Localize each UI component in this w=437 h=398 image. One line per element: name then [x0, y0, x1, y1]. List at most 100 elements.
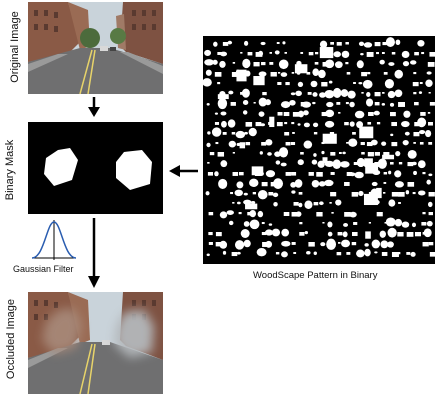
pattern-speck	[215, 142, 219, 145]
pattern-speck	[347, 90, 356, 99]
pattern-speck	[291, 172, 297, 176]
pattern-speck	[381, 52, 385, 55]
pattern-speck	[253, 62, 260, 67]
pattern-speck	[284, 132, 290, 136]
pattern-speck	[356, 121, 364, 129]
pattern-speck	[213, 41, 218, 47]
pattern-speck	[295, 211, 302, 217]
pattern-speck	[422, 212, 426, 215]
pattern-speck	[340, 161, 350, 168]
pattern-speck	[398, 202, 401, 204]
pattern-speck	[346, 72, 351, 75]
pattern-speck	[391, 192, 399, 197]
pattern-speck	[351, 232, 358, 236]
mask-shapes	[44, 148, 152, 190]
pattern-speck	[345, 42, 349, 45]
pattern-speck	[426, 220, 433, 227]
pattern-speck	[388, 62, 395, 66]
pattern-speck	[389, 102, 395, 107]
pattern-speck	[268, 192, 274, 196]
pattern-speck	[232, 202, 235, 204]
pattern-speck	[312, 68, 320, 76]
pattern-blob	[322, 157, 328, 164]
pattern-blob	[322, 133, 337, 144]
pattern-speck	[358, 41, 365, 47]
pattern-speck	[207, 172, 213, 176]
pattern-speck	[331, 212, 334, 214]
pattern-speck	[414, 122, 421, 127]
pattern-speck	[420, 112, 426, 116]
pattern-speck	[268, 223, 273, 226]
pattern-speck	[387, 90, 396, 99]
pattern-speck	[284, 122, 288, 125]
woodscape-pattern-image	[203, 36, 435, 264]
pattern-speck	[285, 172, 291, 176]
pattern-speck	[353, 162, 358, 166]
pattern-speck	[365, 98, 374, 107]
pattern-blob	[365, 231, 371, 239]
pattern-speck	[382, 92, 385, 94]
pattern-speck	[265, 139, 273, 146]
pattern-speck	[243, 199, 252, 205]
pattern-speck	[421, 222, 427, 226]
pattern-speck	[414, 52, 419, 56]
pattern-speck	[338, 112, 341, 114]
pattern-speck	[337, 232, 343, 236]
pattern-speck	[236, 201, 241, 205]
pattern-speck	[281, 240, 291, 247]
pattern-speck	[373, 110, 380, 116]
pattern-speck	[413, 142, 416, 144]
pattern-speck	[376, 122, 381, 125]
pattern-speck	[324, 120, 335, 128]
pattern-speck	[293, 252, 297, 254]
pattern-speck	[242, 58, 251, 69]
pattern-speck	[262, 92, 267, 96]
pattern-speck	[249, 178, 259, 187]
pattern-speck	[242, 110, 248, 115]
pattern-speck	[285, 82, 290, 86]
pattern-speck	[328, 80, 333, 84]
pattern-speck	[312, 122, 319, 128]
pattern-speck	[300, 52, 304, 54]
pattern-speck	[265, 240, 273, 248]
pattern-speck	[429, 52, 435, 57]
pattern-speck	[214, 171, 219, 177]
pattern-speck	[346, 252, 351, 255]
pattern-speck	[312, 101, 316, 105]
pattern-speck	[330, 42, 335, 45]
pattern-speck	[401, 221, 410, 228]
pattern-speck	[303, 110, 309, 116]
pattern-speck	[261, 232, 267, 236]
pattern-blob	[376, 187, 382, 199]
pattern-speck	[243, 40, 249, 46]
pattern-speck	[398, 102, 406, 107]
pattern-speck	[354, 110, 365, 119]
pattern-speck	[236, 181, 244, 189]
pattern-speck	[299, 232, 305, 236]
pattern-speck	[391, 252, 399, 257]
pattern-speck	[391, 122, 398, 127]
pattern-speck	[384, 79, 394, 89]
pattern-speck	[230, 102, 236, 106]
pattern-speck	[321, 150, 325, 155]
gaussian-curve-icon	[31, 220, 77, 260]
pattern-blob	[364, 158, 373, 165]
pattern-speck	[422, 172, 426, 175]
pattern-speck	[245, 122, 253, 127]
pattern-speck	[228, 220, 234, 226]
pattern-speck	[418, 91, 423, 94]
pattern-speck	[356, 60, 364, 69]
pattern-speck	[354, 171, 364, 179]
pattern-speck	[414, 102, 419, 106]
pattern-speck	[385, 37, 395, 47]
pattern-speck	[310, 80, 318, 88]
pattern-speck	[272, 192, 279, 198]
pattern-speck	[402, 139, 409, 146]
pattern-speck	[403, 110, 411, 118]
pattern-speck	[208, 212, 214, 216]
pattern-speck	[292, 132, 295, 134]
pattern-speck	[374, 251, 378, 254]
pattern-speck	[221, 120, 227, 128]
arrow-left	[169, 165, 198, 177]
pattern-speck	[364, 243, 369, 247]
